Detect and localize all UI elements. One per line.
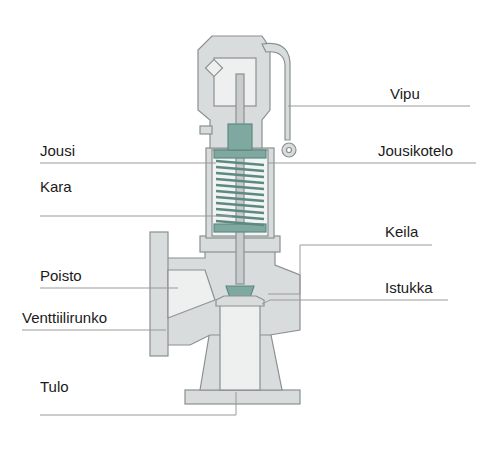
- part-label: Venttiilirunko: [22, 309, 107, 327]
- coil-turn: [216, 197, 264, 201]
- seat: [216, 296, 264, 306]
- part-label: Vipu: [390, 85, 420, 103]
- leader-lines: [22, 106, 476, 415]
- coil-turn: [216, 185, 264, 189]
- coil-turn: [216, 209, 264, 213]
- coil-turn: [216, 173, 264, 177]
- lever-pivot: [282, 143, 296, 157]
- part-label: Kara: [40, 178, 72, 196]
- part-label: Poisto: [40, 267, 82, 285]
- coil-turn: [216, 167, 264, 171]
- inlet-flange: [185, 390, 300, 404]
- part-label: Keila: [385, 223, 418, 241]
- part-label: Istukka: [385, 279, 433, 297]
- coil-turn: [216, 203, 264, 207]
- part-label: Jousi: [40, 142, 75, 160]
- coil-turn: [216, 191, 264, 195]
- coil-turn: [216, 221, 264, 225]
- spindle: [236, 74, 244, 284]
- coil-turn: [216, 179, 264, 183]
- lever: [262, 43, 290, 140]
- coil-turn: [216, 161, 264, 165]
- part-label: Tulo: [40, 378, 69, 396]
- spring-coil: [216, 161, 264, 225]
- outlet-flange: [150, 232, 168, 356]
- part-label: Jousikotelo: [378, 142, 453, 160]
